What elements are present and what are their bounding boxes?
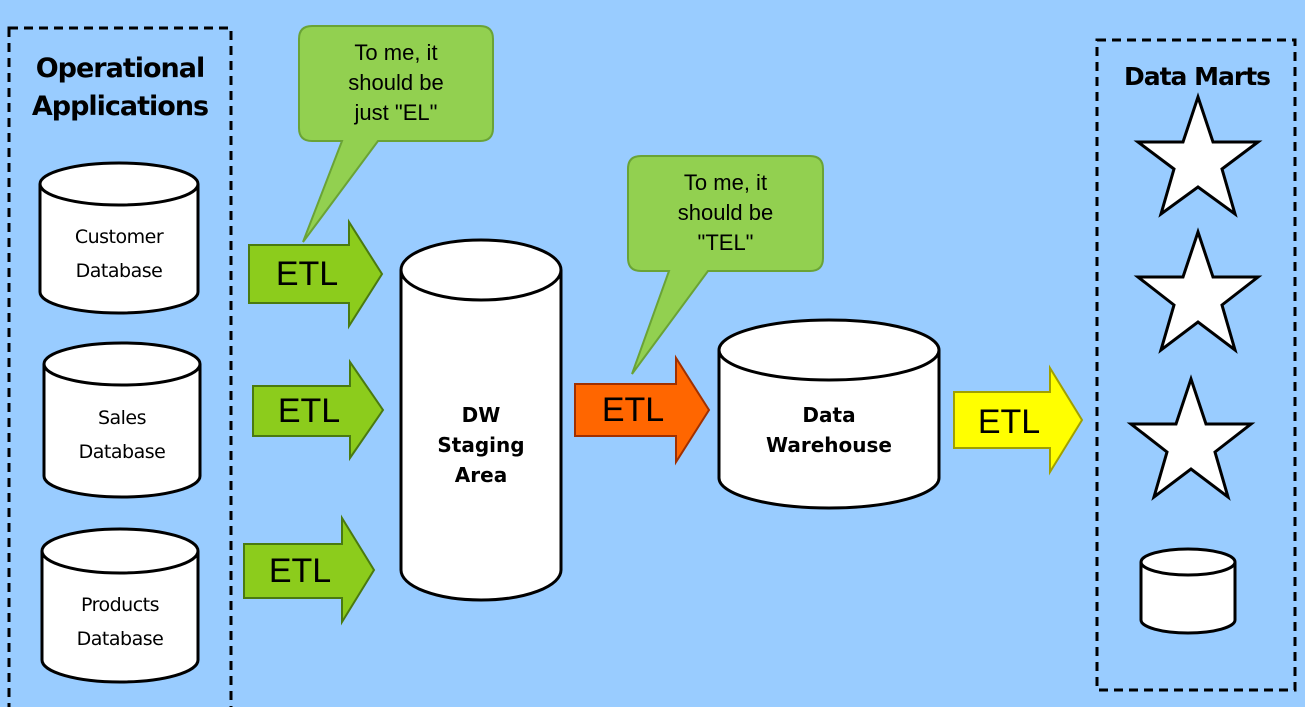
callout-el-line1: To me, it	[354, 40, 438, 65]
operational-applications-group	[7, 26, 233, 707]
callout-text-el: To me, it should be just "EL"	[299, 38, 493, 128]
dw-staging-area-label: DW Staging Area	[401, 400, 561, 490]
products-database-label-line2: Database	[76, 628, 164, 650]
operational-title-line1: Operational	[35, 53, 206, 84]
data-mart-cylinder-icon	[1139, 547, 1237, 635]
staging-label-line1: DW	[461, 403, 501, 427]
operational-applications-title: Operational Applications	[20, 50, 220, 126]
callout-bubble-tel	[627, 155, 824, 375]
callout-bubble-el	[298, 25, 494, 243]
staging-label-line2: Staging	[437, 433, 525, 457]
sales-database-label-line2: Database	[78, 441, 166, 463]
staging-label-line3: Area	[454, 463, 508, 487]
products-database-label-line1: Products	[80, 594, 160, 616]
callout-tel-line1: To me, it	[683, 170, 768, 195]
callout-tel-line2: should be	[677, 200, 774, 225]
callout-el-line2: should be	[348, 70, 444, 95]
data-mart-star-icon	[1133, 92, 1263, 218]
etl-label-staging-to-warehouse: ETL	[601, 391, 665, 429]
warehouse-label-line2: Warehouse	[766, 433, 892, 457]
customer-database-cylinder	[38, 161, 200, 315]
etl-label-customer: ETL	[275, 255, 339, 293]
warehouse-label-line1: Data	[802, 403, 856, 427]
sales-database-label-line1: Sales	[97, 407, 147, 429]
data-marts-title: Data Marts	[1123, 62, 1271, 91]
data-mart-star-icon	[1126, 374, 1256, 501]
callout-text-tel: To me, it should be "TEL"	[628, 168, 823, 258]
etl-arrow-warehouse-to-marts	[953, 364, 1084, 476]
data-mart-star-icon	[1133, 227, 1263, 354]
etl-label-products: ETL	[268, 552, 332, 590]
customer-database-label-line2: Database	[75, 260, 163, 282]
customer-database-label-line1: Customer	[74, 226, 164, 248]
etl-arrow-products	[243, 514, 376, 626]
etl-label-warehouse-to-marts: ETL	[977, 403, 1041, 441]
products-database-cylinder	[40, 527, 200, 684]
data-marts-group	[1095, 38, 1297, 692]
etl-label-sales: ETL	[277, 392, 341, 430]
sales-database-cylinder	[42, 341, 202, 499]
data-warehouse-label: Data Warehouse	[719, 400, 939, 460]
products-database-label: Products Database	[42, 588, 198, 656]
callout-tel-line3: "TEL"	[697, 230, 754, 255]
customer-database-label: Customer Database	[40, 220, 198, 288]
etl-arrow-staging-to-warehouse	[574, 354, 711, 466]
etl-arrow-sales	[252, 358, 385, 462]
data-warehouse-cylinder	[717, 318, 941, 510]
etl-arrow-customer	[248, 218, 384, 330]
operational-title-line2: Applications	[31, 91, 209, 122]
dw-staging-area-cylinder	[399, 238, 563, 602]
sales-database-label: Sales Database	[44, 401, 200, 469]
callout-el-line3: just "EL"	[354, 100, 438, 125]
